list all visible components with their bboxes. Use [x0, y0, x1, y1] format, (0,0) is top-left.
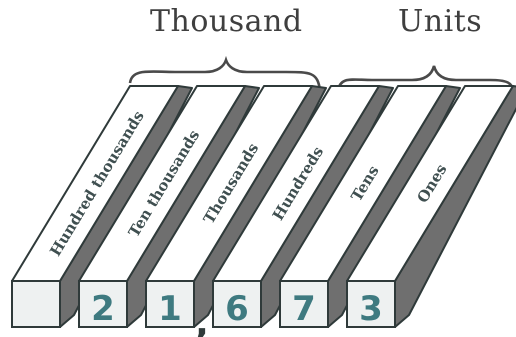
units-group-title: Units [398, 4, 483, 39]
digit-hundreds: 6 [225, 289, 249, 329]
digit-thousands: 1 [158, 289, 182, 329]
digit-box [145, 280, 195, 328]
digit-ten-thousands: 2 [91, 289, 115, 329]
thousand-group-brace [128, 55, 322, 92]
digit-box [11, 280, 61, 328]
thousands-separator: , [195, 303, 209, 337]
digit-ones: 3 [359, 289, 383, 329]
digit-box [212, 280, 262, 328]
thousand-group-title: Thousand [150, 4, 303, 39]
digit-box [346, 280, 396, 328]
digit-tens: 7 [292, 289, 316, 329]
units-group-brace [336, 65, 516, 93]
digit-box [279, 280, 329, 328]
digit-box [78, 280, 128, 328]
